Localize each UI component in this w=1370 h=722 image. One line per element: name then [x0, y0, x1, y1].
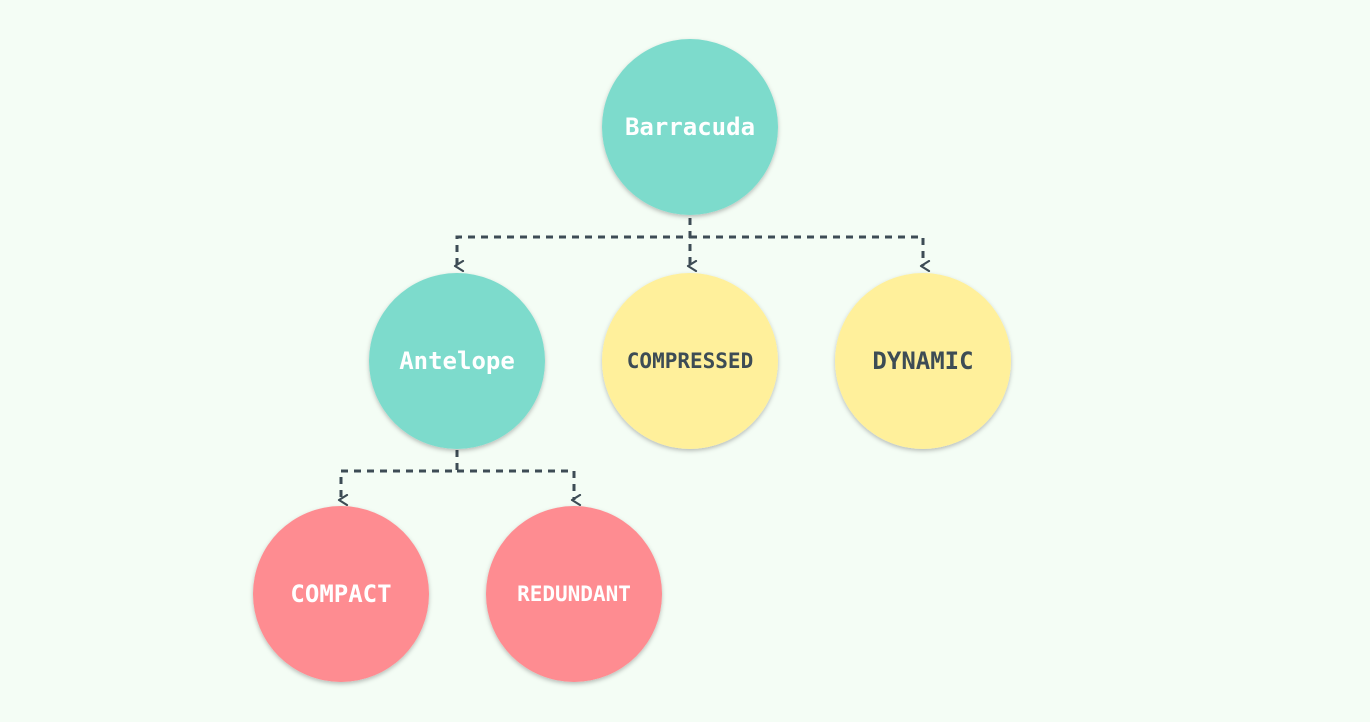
- node-barracuda: Barracuda: [602, 39, 778, 215]
- node-redundant: REDUNDANT: [486, 506, 662, 682]
- node-barracuda-label: Barracuda: [625, 113, 755, 141]
- node-compressed: COMPRESSED: [602, 273, 778, 449]
- node-redundant-label: REDUNDANT: [517, 582, 631, 606]
- node-dynamic: DYNAMIC: [835, 273, 1011, 449]
- edge-barracuda-antelope: [457, 218, 692, 266]
- node-antelope: Antelope: [369, 273, 545, 449]
- edges-antelope: [341, 450, 574, 500]
- node-compact: COMPACT: [253, 506, 429, 682]
- node-antelope-label: Antelope: [399, 347, 515, 375]
- edges-barracuda: [457, 218, 923, 266]
- node-compressed-label: COMPRESSED: [627, 349, 753, 373]
- edge-barracuda-dynamic: [690, 235, 923, 266]
- edge-antelope-compact: [341, 450, 459, 500]
- edge-antelope-redundant: [457, 469, 574, 500]
- node-dynamic-label: DYNAMIC: [872, 347, 973, 375]
- node-compact-label: COMPACT: [290, 580, 391, 608]
